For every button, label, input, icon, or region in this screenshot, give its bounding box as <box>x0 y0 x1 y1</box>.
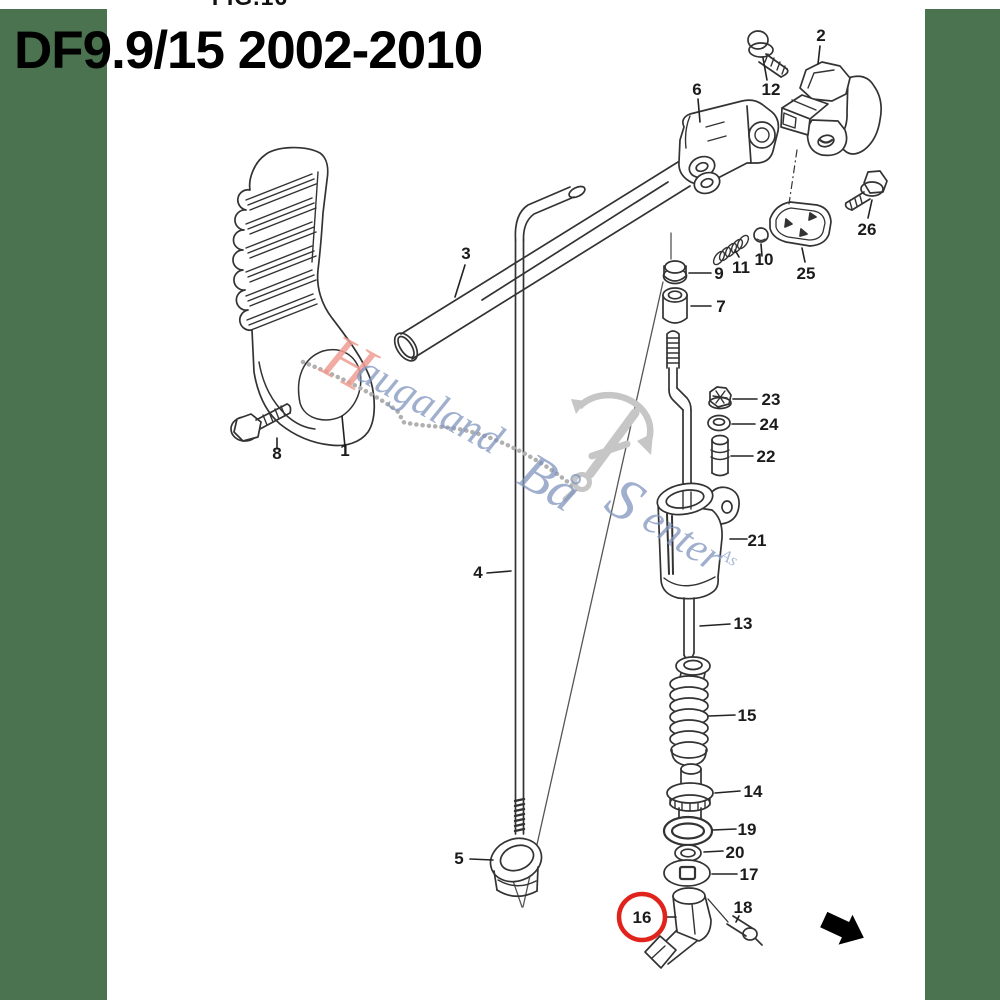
part-label-10: 10 <box>755 250 774 269</box>
part-17-washer <box>663 859 711 887</box>
part-15-boot <box>669 656 711 767</box>
highlight-circle-part-16 <box>616 891 668 943</box>
part-label-24: 24 <box>760 415 779 434</box>
part-12-bolt <box>747 30 789 78</box>
part-21-arm <box>656 482 740 600</box>
part-20-oring <box>674 844 702 862</box>
part-18-pin <box>707 898 763 946</box>
part-25-plate <box>769 201 832 247</box>
center-shift-rod <box>666 330 692 497</box>
part-2-bracket <box>780 61 882 157</box>
part-label-26: 26 <box>858 220 877 239</box>
part-11-spring <box>712 234 750 266</box>
part-23-nut <box>708 386 732 410</box>
left-margin-band <box>0 9 107 1000</box>
page-title: DF9.9/15 2002-2010 <box>14 21 483 80</box>
part-label-3: 3 <box>461 244 470 263</box>
part-label-18: 18 <box>734 898 753 917</box>
watermark-chain <box>300 359 579 492</box>
part-1-shift-lever <box>232 146 376 447</box>
part-14-fitting <box>666 763 714 822</box>
part-label-1: 1 <box>340 441 349 460</box>
part-26-bolt <box>844 170 888 211</box>
part-label-21: 21 <box>748 531 767 550</box>
part-8-bolt <box>230 403 292 442</box>
part-label-9: 9 <box>714 264 723 283</box>
part-label-2: 2 <box>816 26 825 45</box>
part-3-shift-rod <box>393 161 691 362</box>
watermark-word-baat: Bå <box>509 441 591 523</box>
leader-lines <box>276 45 873 923</box>
part-label-25: 25 <box>797 264 816 283</box>
part-label-4: 4 <box>473 563 483 582</box>
watermark-anchor <box>562 391 654 502</box>
part-label-19: 19 <box>738 820 757 839</box>
pointer-needle <box>508 232 672 908</box>
part-24-washer <box>707 414 731 432</box>
part-label-8: 8 <box>272 444 281 463</box>
part-label-23: 23 <box>762 390 781 409</box>
part-label-14: 14 <box>744 782 763 801</box>
part-7-bushing <box>662 287 688 324</box>
part-4-cable <box>513 185 586 835</box>
axis-line <box>788 149 798 205</box>
part-label-11: 11 <box>732 258 750 277</box>
callout-numbers: 1234567891011121314151617181920212223242… <box>272 26 876 927</box>
part-label-15: 15 <box>738 706 757 725</box>
watermark: H augaland Bå S enter As <box>300 320 742 582</box>
part-22-adjuster <box>710 434 730 477</box>
right-margin-band <box>925 9 1000 1000</box>
part-10-ball <box>753 227 769 243</box>
next-page-arrow[interactable] <box>817 905 871 954</box>
part-label-20: 20 <box>726 843 745 862</box>
part-label-17: 17 <box>740 865 759 884</box>
part-label-16: 16 <box>633 908 652 927</box>
part-16-clamp <box>644 887 712 969</box>
part-13-rod <box>683 597 695 661</box>
part-label-7: 7 <box>716 297 725 316</box>
part-label-5: 5 <box>454 849 463 868</box>
part-6-housing <box>678 99 780 195</box>
part-label-13: 13 <box>734 614 753 633</box>
part-label-6: 6 <box>692 80 701 99</box>
part-label-12: 12 <box>762 80 781 99</box>
figure-number-label: FIG.16 <box>180 0 320 11</box>
part-5-grommet <box>489 837 543 898</box>
part-label-22: 22 <box>757 447 776 466</box>
part-19-oring <box>662 815 714 847</box>
watermark-text: H augaland Bå S enter As <box>310 320 741 582</box>
part-9-nut <box>662 260 688 285</box>
